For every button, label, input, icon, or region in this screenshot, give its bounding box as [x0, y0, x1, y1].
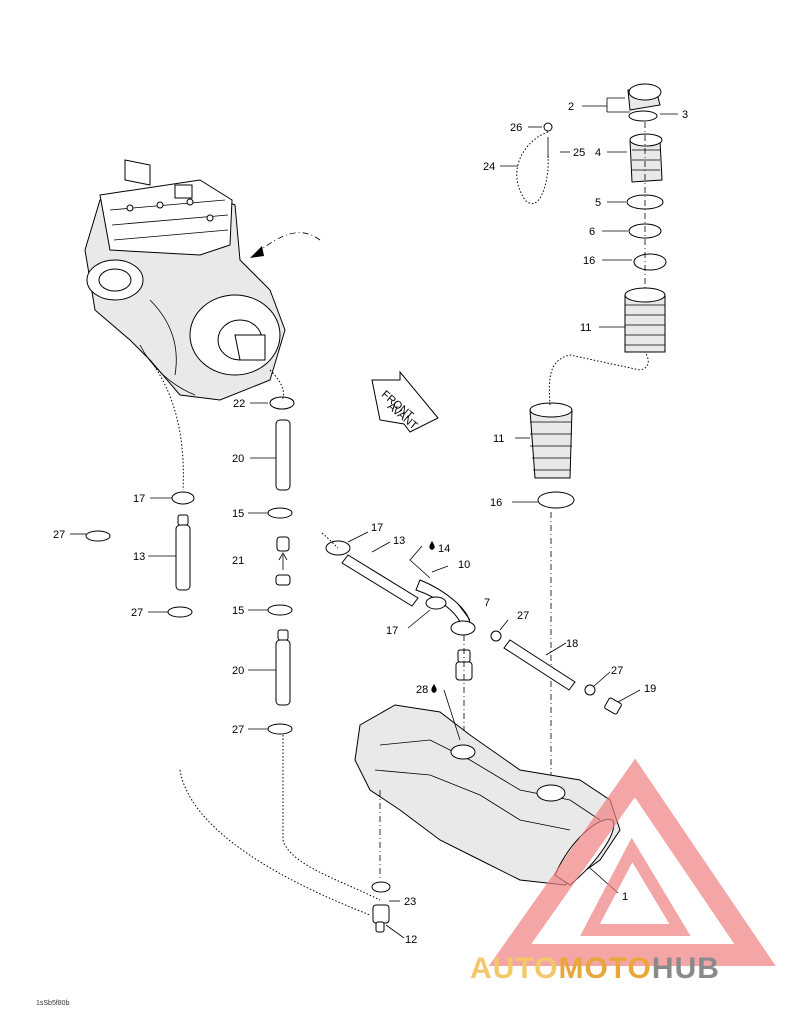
callout-17-mid-lower: 17 [386, 625, 398, 637]
tether-ring [543, 122, 553, 132]
part-number-labels: 2 3 4 5 6 16 11 26 25 24 11 16 22 20 15 … [53, 101, 688, 946]
engine-pointer-line [257, 232, 321, 253]
callout-11-lower: 11 [493, 433, 504, 445]
callout-22: 22 [233, 398, 245, 410]
filler-neck-lower [529, 402, 575, 509]
lower-left-route [179, 769, 371, 916]
vent-hose-assembly [325, 540, 622, 715]
callout-19: 19 [644, 683, 656, 695]
callout-5: 5 [595, 197, 601, 209]
callout-3: 3 [682, 109, 688, 121]
lower-return-route [282, 735, 381, 901]
callout-23: 23 [404, 896, 416, 908]
callout-27-mid: 27 [517, 610, 529, 622]
watermark-auto: AUTO [470, 952, 559, 985]
adhesive-droplet-icon [431, 684, 437, 693]
watermark-hub: HUB [651, 952, 720, 985]
drawing-code: 1sSb5f80b [36, 1000, 70, 1007]
callout-27-left-lower: 27 [232, 724, 244, 736]
neck-link-line [548, 351, 649, 406]
callout-27-right: 27 [611, 665, 623, 677]
callout-2: 2 [568, 101, 574, 113]
callout-13-left: 13 [133, 551, 145, 563]
callout-17-mid-upper: 17 [371, 522, 383, 534]
callout-28: 28 [416, 684, 428, 696]
callout-15-lower: 15 [232, 605, 244, 617]
callout-16-upper: 16 [583, 255, 595, 267]
callout-27-left-mid: 27 [131, 607, 143, 619]
callout-20-upper: 20 [232, 453, 244, 465]
callout-25: 25 [573, 147, 585, 159]
callout-1: 1 [622, 891, 628, 903]
left-hose-route [269, 369, 284, 401]
drain-fitting [371, 790, 391, 933]
callout-10: 10 [458, 559, 470, 571]
callout-16-lower: 16 [490, 497, 502, 509]
callout-21: 21 [232, 555, 244, 567]
callout-15-upper: 15 [232, 508, 244, 520]
watermark-moto: MOTO [558, 952, 652, 985]
callout-6: 6 [589, 226, 595, 238]
engine-pointer-arrow [250, 246, 264, 258]
engine-to-left-hose-route [149, 359, 184, 491]
callout-7: 7 [484, 597, 490, 609]
callout-13-mid: 13 [393, 535, 405, 547]
adhesive-droplet-icon [429, 541, 435, 550]
watermark-text: AUTOMOTOHUB [470, 952, 720, 986]
left-hose-assembly [85, 396, 295, 735]
tether-chain [516, 131, 549, 204]
callout-12: 12 [405, 934, 417, 946]
watermark-logo [488, 758, 776, 966]
callout-17-left: 17 [133, 493, 145, 505]
engine-assembly [84, 159, 286, 401]
front-direction-arrow: FRONT AVANT [371, 370, 439, 433]
callout-27-left-upper: 27 [53, 529, 65, 541]
callout-11-upper: 11 [580, 322, 591, 334]
callout-20-lower: 20 [232, 665, 244, 677]
callout-14: 14 [438, 543, 450, 555]
callout-18: 18 [566, 638, 578, 650]
fuel-cap-assembly [624, 83, 667, 353]
callout-26: 26 [510, 122, 522, 134]
callout-24: 24 [483, 161, 495, 173]
callout-4: 4 [595, 147, 601, 159]
